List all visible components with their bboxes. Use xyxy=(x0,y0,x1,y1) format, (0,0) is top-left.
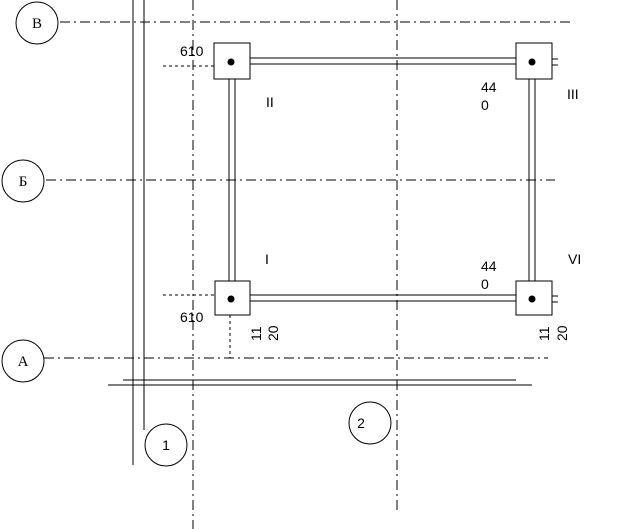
axis-label-b: Б xyxy=(19,174,28,190)
axis-label-a: А xyxy=(18,354,29,370)
dim-bl-offset: 610 xyxy=(180,309,204,325)
dim-tr-bottom: 0 xyxy=(481,97,489,113)
post-bottom-right xyxy=(515,280,558,316)
axis-marker-v: В xyxy=(15,1,59,45)
post-label-i: I xyxy=(265,251,269,267)
dim-tr-top: 44 xyxy=(481,79,497,95)
post-label-vi: VI xyxy=(568,251,581,267)
axis-label-v: В xyxy=(32,16,42,32)
post-label-ii: II xyxy=(266,94,274,110)
dim-br-bottom: 0 xyxy=(481,276,489,292)
axis-marker-a: А xyxy=(1,339,45,383)
axis-marker-b: Б xyxy=(1,159,45,203)
dim-br-vertical-b: 20 xyxy=(554,325,570,341)
dim-bl-vertical-a: 11 xyxy=(248,326,264,341)
beam-top xyxy=(249,57,516,65)
axis-marker-2: 2 xyxy=(348,401,392,445)
post-bottom-left xyxy=(214,280,251,316)
dim-bl-vertical-b: 20 xyxy=(265,325,281,341)
post-label-iii: III xyxy=(567,86,579,102)
dim-br-top: 44 xyxy=(481,258,497,274)
beam-left xyxy=(228,79,236,281)
post-top-left xyxy=(213,42,251,80)
dim-br-vertical-a: 11 xyxy=(536,326,552,341)
beam-bottom xyxy=(249,294,516,302)
axis-label-2: 2 xyxy=(357,415,365,431)
post-top-right xyxy=(515,42,558,80)
axis-marker-1: 1 xyxy=(144,423,188,467)
dim-tl-offset: 610 xyxy=(180,43,204,59)
axis-label-1: 1 xyxy=(162,437,170,453)
beam-right xyxy=(528,79,536,281)
